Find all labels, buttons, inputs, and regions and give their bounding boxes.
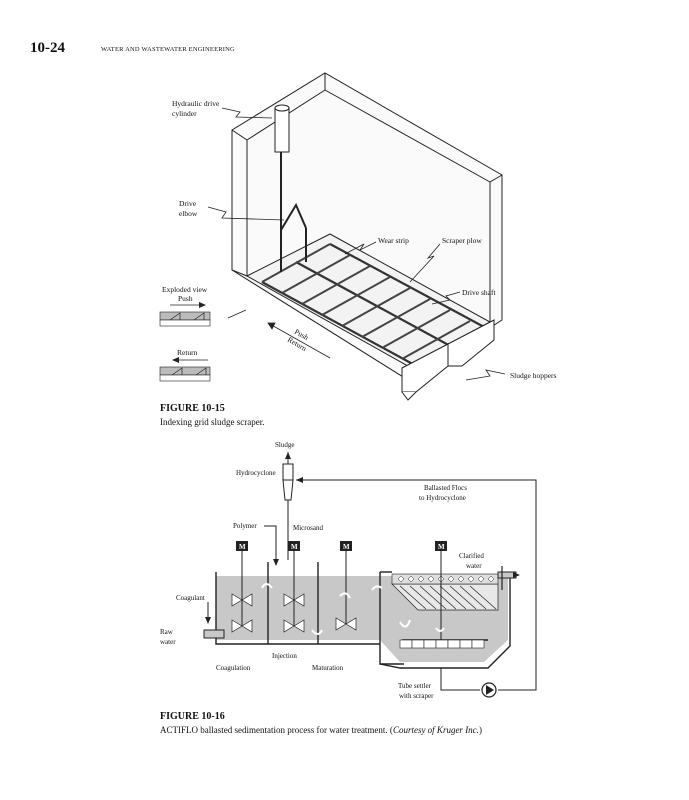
mixer-motors xyxy=(236,541,447,551)
leader-lines xyxy=(207,107,506,381)
recycle-arrow-head xyxy=(296,477,303,483)
label-tube-settler: Tube settler xyxy=(398,682,432,690)
caption-credit: Courtesy of Kruger Inc. xyxy=(392,725,479,735)
label-polymer: Polymer xyxy=(233,522,257,530)
label-exploded-view: Exploded view xyxy=(162,285,208,294)
label-hydraulic-drive: Hydraulic drive xyxy=(172,99,220,108)
launder-diamonds xyxy=(397,575,495,583)
mixer-motor-label-1: M xyxy=(239,543,246,551)
label-coagulation: Coagulation xyxy=(216,664,251,672)
label-ballasted-flocs: Ballasted Flocs xyxy=(424,484,467,492)
clarified-arrow xyxy=(513,572,520,578)
recycle-piping xyxy=(296,479,537,691)
label-clarified: Clarified xyxy=(459,552,484,560)
mixer-motor-label-4: M xyxy=(438,543,445,551)
raw-water-pipe xyxy=(203,629,225,639)
figure-10-15-caption: Indexing grid sludge scraper. xyxy=(160,417,265,427)
sludge-hoppers-shape xyxy=(401,319,495,401)
label-clarified-water: water xyxy=(466,562,482,570)
label-scraper-plow: Scraper plow xyxy=(442,236,482,245)
caption-end: ) xyxy=(478,725,482,735)
label-wear-strip: Wear strip xyxy=(378,236,409,245)
push-return-arrows xyxy=(267,322,331,359)
sludge-bottom-blocks xyxy=(399,639,485,649)
label-to-hydrocyclone: to Hydrocyclone xyxy=(419,494,466,502)
launder-row xyxy=(391,573,499,585)
impellers xyxy=(231,593,357,633)
caption-main: ACTIFLO ballasted sedimentation process … xyxy=(160,725,393,735)
actiflo-process-diagram: M M M M xyxy=(160,441,537,700)
sludge-scraper-diagram: Hydraulic drive cylinder Drive elbow Wea… xyxy=(159,72,557,401)
flow-arrows xyxy=(261,583,445,635)
label-injection: Injection xyxy=(272,652,297,660)
label-hydraulic-cylinder: cylinder xyxy=(172,109,197,118)
tank-outlines xyxy=(215,562,511,669)
label-sludge: Sludge xyxy=(275,441,294,449)
label-drive: Drive xyxy=(179,199,197,208)
figure-10-16-label: FIGURE 10-16 xyxy=(160,711,225,722)
label-microsand: Microsand xyxy=(293,524,323,532)
recycle-pump xyxy=(481,682,497,698)
label-elbow: elbow xyxy=(179,209,198,218)
label-raw: Raw xyxy=(160,628,174,636)
label-push: Push xyxy=(178,294,193,303)
figure-10-15-label: FIGURE 10-15 xyxy=(160,403,225,414)
coagulant-arrow xyxy=(205,617,211,624)
page-number: 10-24 xyxy=(30,40,65,56)
label-raw-water: water xyxy=(160,638,176,646)
hydrocyclone xyxy=(282,452,294,560)
label-coagulant: Coagulant xyxy=(176,594,205,602)
label-sludge-hoppers: Sludge hoppers xyxy=(510,371,557,380)
mixer-motor-label-3: M xyxy=(343,543,350,551)
mixer-motor-label-2: M xyxy=(291,543,298,551)
figure-10-16-caption: ACTIFLO ballasted sedimentation process … xyxy=(160,725,482,735)
grid-rails xyxy=(261,243,487,369)
label-hydrocyclone: Hydrocyclone xyxy=(236,469,276,477)
label-with-scraper: with scraper xyxy=(399,692,434,700)
exploded-view-inset xyxy=(159,302,211,382)
sludge-arrow xyxy=(285,452,291,459)
label-drive-shaft: Drive shaft xyxy=(462,288,496,297)
running-title: WATER AND WASTEWATER ENGINEERING xyxy=(101,46,235,53)
mixer-shafts xyxy=(241,550,442,640)
polymer-line xyxy=(264,525,277,562)
polymer-arrow xyxy=(273,559,279,566)
label-maturation: Maturation xyxy=(312,664,344,672)
hydraulic-cylinder xyxy=(274,104,307,272)
label-return: Return xyxy=(177,348,198,357)
